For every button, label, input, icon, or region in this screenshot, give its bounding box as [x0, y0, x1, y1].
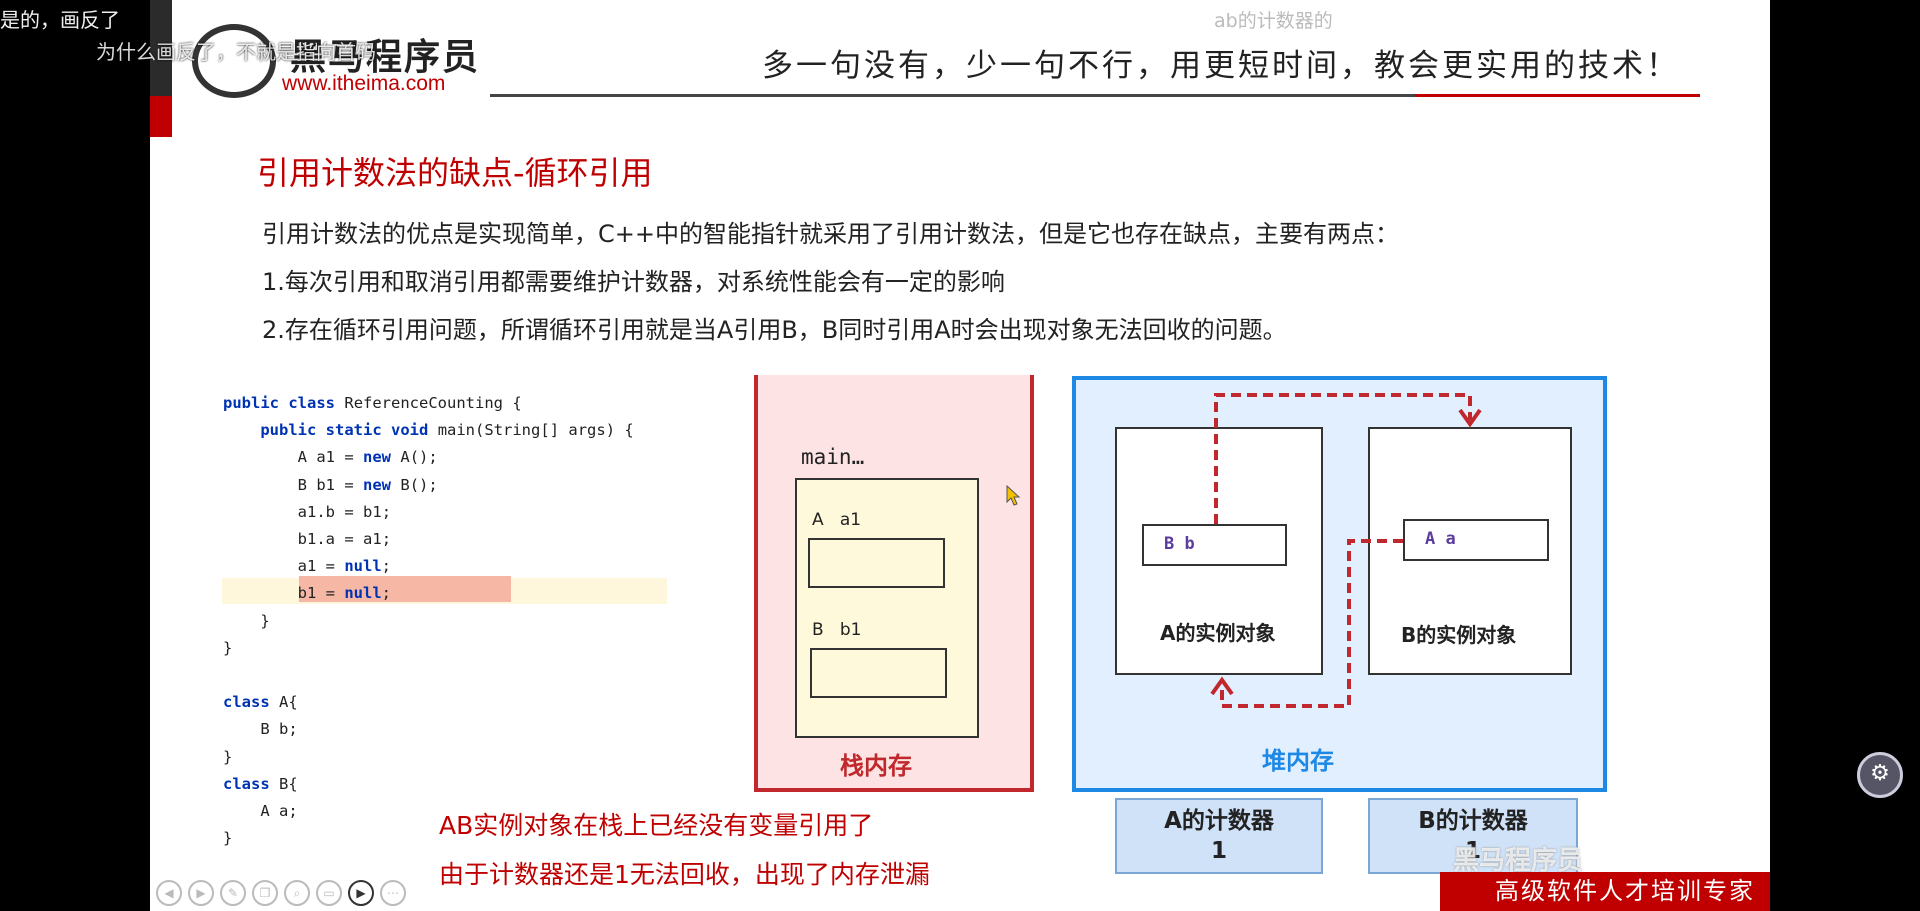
- counter-a-value: 1: [1210, 838, 1227, 864]
- logo-text: 黑马程序员: [290, 37, 481, 78]
- top-caption: ab的计数器的: [1214, 10, 1333, 32]
- danmaku-comment-1: 是的，画反了: [0, 8, 120, 32]
- stack-var-b1: B b1: [812, 620, 862, 640]
- header-divider: [490, 94, 1700, 97]
- code-line: }: [223, 638, 233, 657]
- search-icon[interactable]: ⌕: [284, 880, 310, 906]
- stack-label: 栈内存: [840, 752, 912, 780]
- counter-b-name: B的计数器: [1418, 808, 1528, 834]
- paragraph-point-1: 1.每次引用和取消引用都需要维护计数器，对系统性能会有一定的影响: [262, 268, 1005, 296]
- arrow-a-to-object-a: [1220, 539, 1403, 708]
- code-line: B b1 = new B();: [297, 475, 438, 494]
- screen-icon[interactable]: ▭: [316, 880, 342, 906]
- slide-edge-bar: [150, 0, 172, 137]
- next-icon[interactable]: ▶: [188, 880, 214, 906]
- arrow-b-to-object-b: [1214, 393, 1472, 524]
- paragraph-point-2: 2.存在循环引用问题，所谓循环引用就是当A引用B，B同时引用A时会出现对象无法回…: [262, 316, 1287, 344]
- code-line: A a1 = new A();: [297, 448, 438, 467]
- code-line: A a;: [260, 802, 298, 821]
- more-icon[interactable]: ⋯: [380, 880, 406, 906]
- field-b-in-a: B b: [1142, 524, 1287, 566]
- paragraph-intro: 引用计数法的优点是实现简单，C++中的智能指针就采用了引用计数法，但是它也存在缺…: [262, 220, 1399, 248]
- stack-frame-label: main…: [801, 445, 865, 469]
- slogan: 多一句没有，少一句不行，用更短时间，教会更实用的技术！: [762, 48, 1680, 84]
- code-line: class A{: [223, 693, 298, 712]
- mouse-cursor-icon: [1006, 484, 1021, 506]
- code-line: a1.b = b1;: [297, 502, 392, 521]
- danmaku-comment-2: 为什么画反了，不就是指向首码: [96, 40, 376, 64]
- code-line: b1.a = a1;: [297, 530, 392, 549]
- slide: 黑马程序员 www.itheima.com 多一句没有，少一句不行，用更短时间，…: [150, 0, 1770, 911]
- heap-label: 堆内存: [1262, 747, 1334, 775]
- pen-icon[interactable]: ✎: [220, 880, 246, 906]
- stack-slot-b1: [810, 648, 947, 698]
- counter-a-name: A的计数器: [1164, 808, 1274, 834]
- code-line: public static void main(String[] args) {: [260, 421, 634, 440]
- watermark: 黑马程序员: [1453, 846, 1584, 876]
- logo-url: www.itheima.com: [282, 72, 446, 95]
- object-a-label: A的实例对象: [1160, 621, 1276, 645]
- counter-a: A的计数器 1: [1115, 798, 1323, 874]
- code-block[interactable]: public class ReferenceCounting { public …: [223, 390, 634, 852]
- code-line: }: [223, 829, 233, 848]
- prev-icon[interactable]: ◀: [156, 880, 182, 906]
- code-line: class B{: [223, 774, 298, 793]
- code-line: b1 = null;: [297, 584, 391, 603]
- note-line-2: 由于计数器还是1无法回收，出现了内存泄漏: [439, 860, 930, 889]
- field-a-in-b: A a: [1403, 519, 1549, 561]
- stack-slot-a1: [808, 538, 945, 588]
- camera-icon[interactable]: ▶: [348, 880, 374, 906]
- note-line-1: AB实例对象在栈上已经没有变量引用了: [439, 811, 874, 840]
- logo-icon: [192, 24, 276, 98]
- reference-arrows: [1006, 393, 1482, 708]
- code-line: B b;: [260, 720, 298, 739]
- code-line: public class ReferenceCounting {: [223, 394, 522, 412]
- code-line: }: [223, 747, 233, 766]
- footer-banner: 高级软件人才培训专家: [1440, 872, 1770, 911]
- code-line: a1 = null;: [297, 557, 391, 576]
- floating-assistant-icon[interactable]: ⚙: [1857, 752, 1903, 798]
- code-line: }: [223, 611, 270, 630]
- copy-icon[interactable]: ❐: [252, 880, 278, 906]
- slide-title: 引用计数法的缺点-循环引用: [257, 154, 653, 192]
- arrowhead-object-a: [1210, 676, 1234, 696]
- stack-var-a1: A a1: [812, 510, 862, 530]
- code-selection: [299, 576, 511, 602]
- object-b-label: B的实例对象: [1401, 623, 1517, 647]
- counter-b-value: 1: [1464, 838, 1481, 864]
- arrowhead-object-b: [1458, 408, 1482, 428]
